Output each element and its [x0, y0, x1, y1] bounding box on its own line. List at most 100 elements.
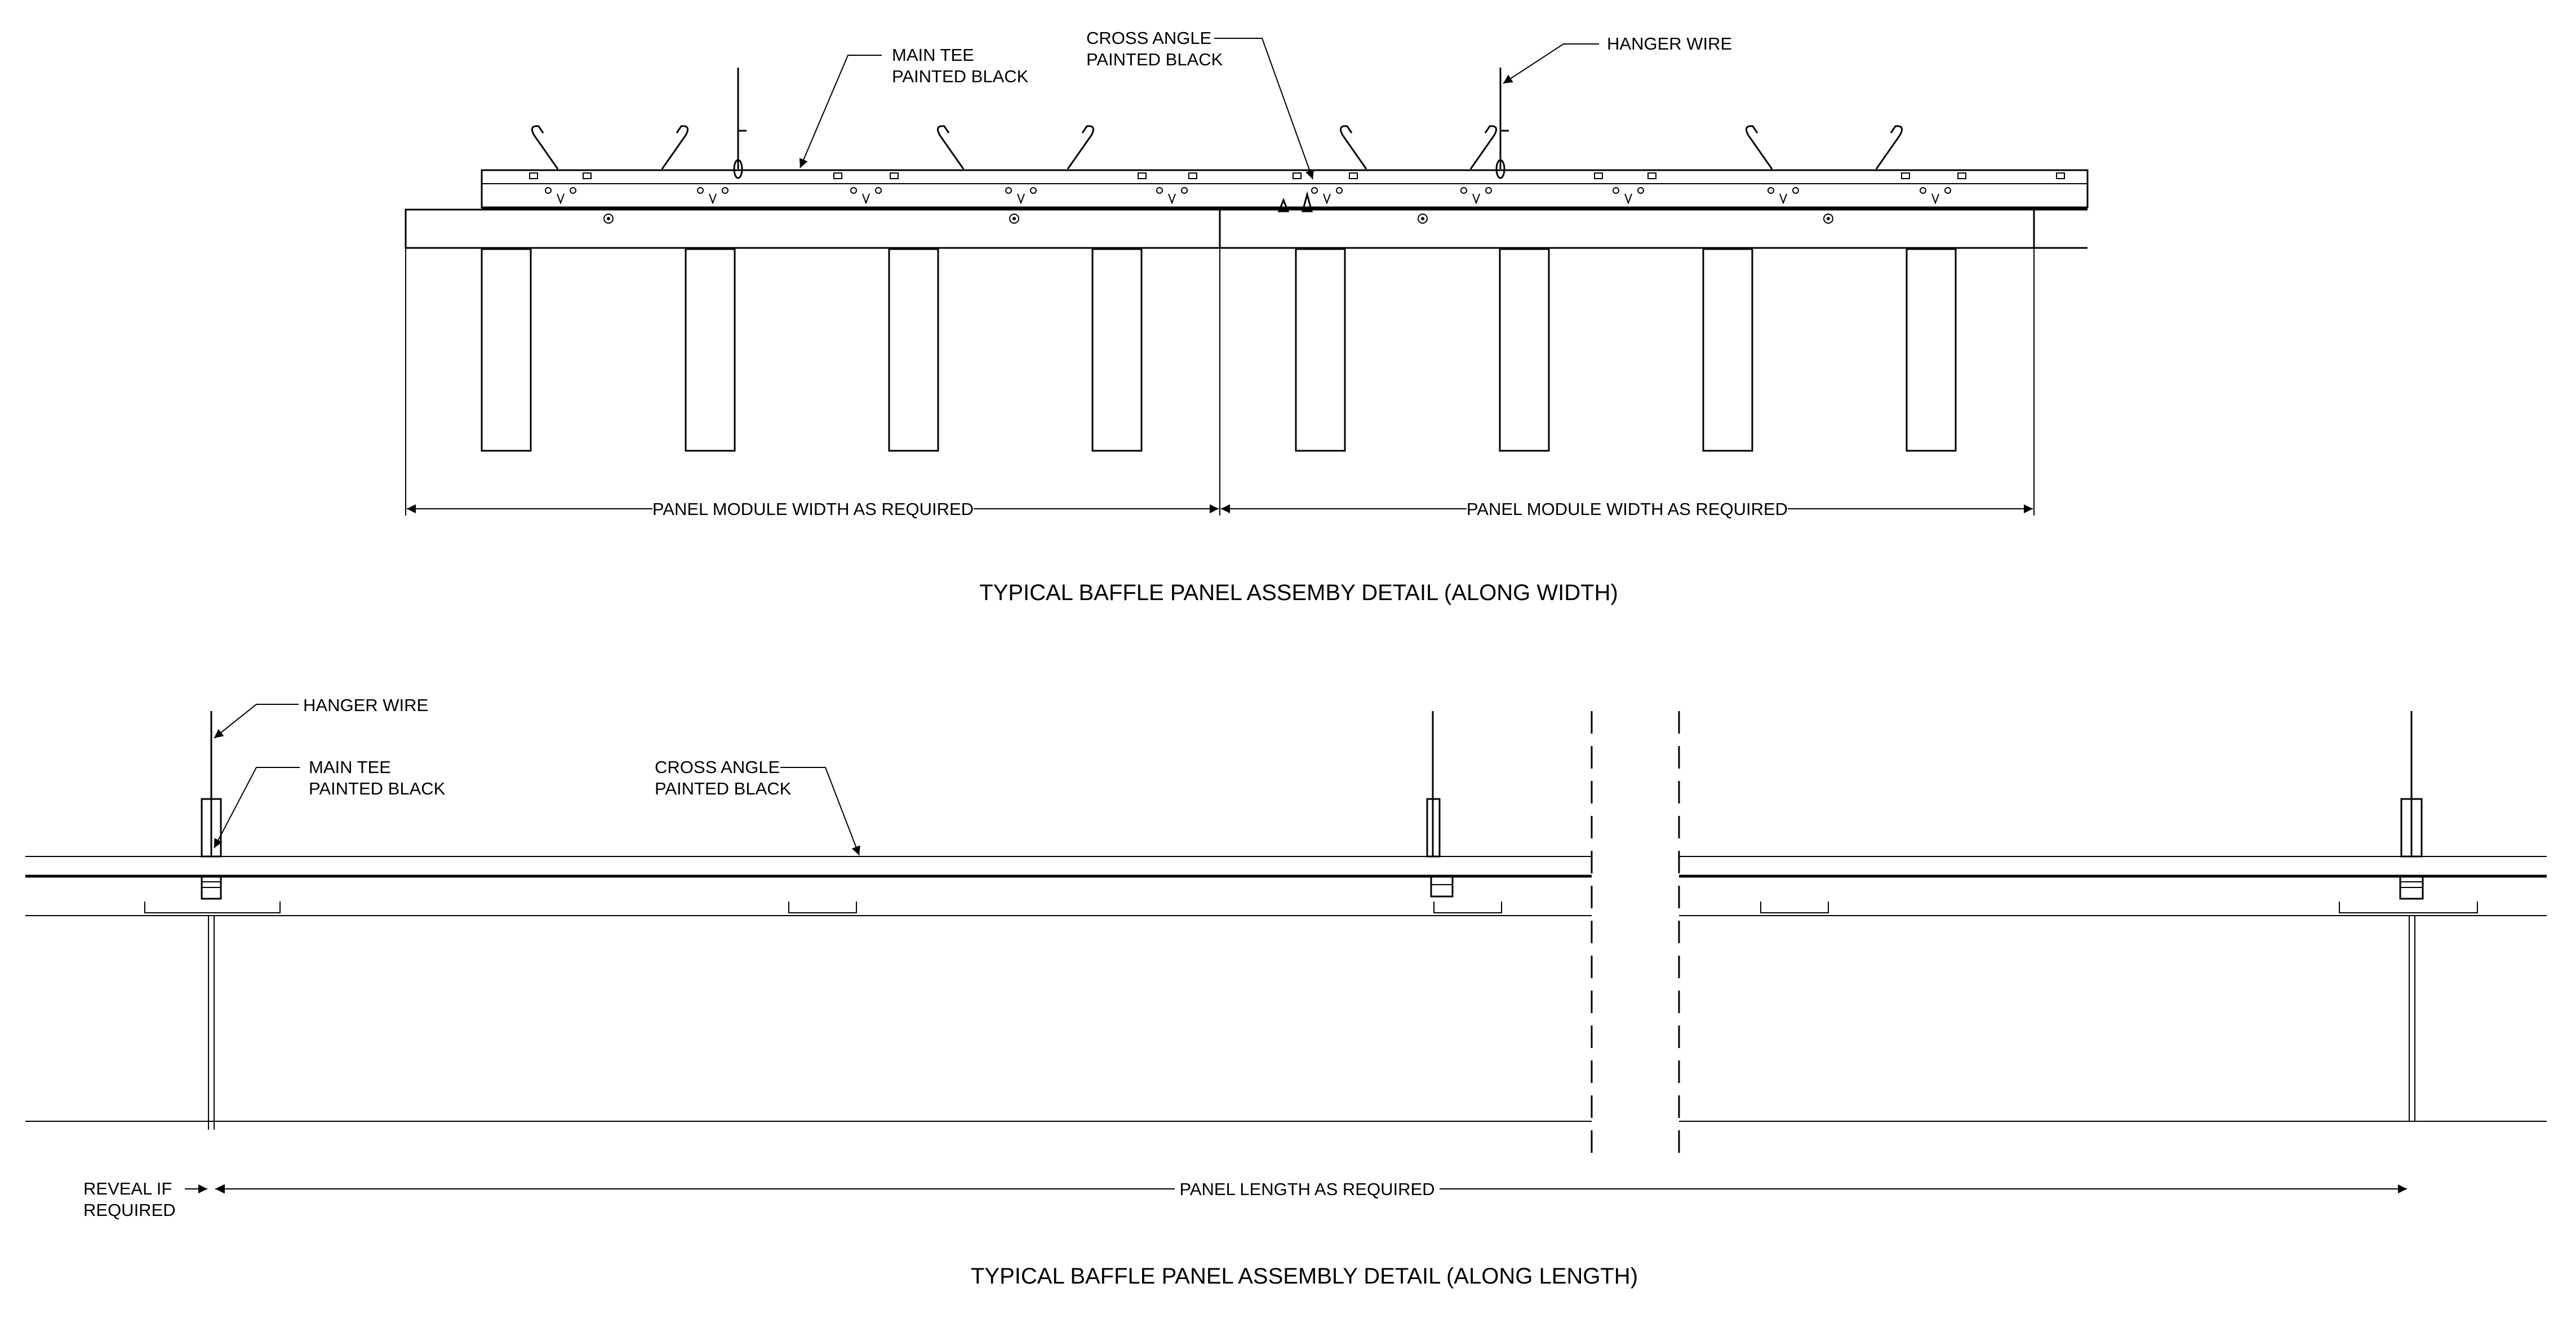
tee-hole	[1485, 187, 1492, 194]
hanger-hook	[531, 125, 559, 170]
rivet-center	[1421, 217, 1424, 220]
tee-hook-notch	[1779, 193, 1787, 205]
baffle-panels-width	[481, 248, 1957, 452]
callout-main-tee-length: MAIN TEE PAINTED BLACK	[214, 757, 446, 849]
callout-main-tee-length-line1: MAIN TEE	[309, 757, 391, 777]
length-rail-lines	[25, 856, 2547, 1122]
tee-slot	[1647, 172, 1656, 179]
callout-cross-angle-length-line1: CROSS ANGLE	[655, 757, 780, 777]
callout-main-tee-width-line1: MAIN TEE	[892, 45, 974, 65]
tee-hole	[1156, 187, 1163, 194]
tee-hole	[1005, 187, 1012, 194]
callout-hanger-wire-width: HANGER WIRE	[1503, 34, 1732, 84]
tee-hole	[1460, 187, 1467, 194]
reveal-label-line1: REVEAL IF	[83, 1179, 172, 1198]
rivets	[603, 214, 1833, 224]
cross-angle-brackets	[144, 902, 2478, 913]
rivet	[1418, 214, 1428, 224]
tee-hole	[697, 187, 704, 194]
tee-hole	[1767, 187, 1774, 194]
length-detail-title: TYPICAL BAFFLE PANEL ASSEMBLY DETAIL (AL…	[971, 1264, 1638, 1289]
hanger-hook	[1469, 125, 1498, 170]
callout-hanger-wire-width-text: HANGER WIRE	[1607, 34, 1732, 54]
tee-hole	[722, 187, 729, 194]
rivet-center	[607, 217, 610, 220]
tee-hole	[1944, 187, 1951, 194]
tee-hook-notch	[1168, 193, 1176, 205]
width-detail: PANEL MODULE WIDTH AS REQUIRED PANEL MOD…	[405, 28, 2089, 605]
callout-main-tee-length-line2: PAINTED BLACK	[309, 779, 446, 798]
callout-main-tee-width: MAIN TEE PAINTED BLACK	[799, 45, 1029, 168]
callout-cross-angle-width-line2: PAINTED BLACK	[1086, 50, 1223, 69]
tee-hook-notch	[1931, 193, 1939, 205]
callout-cross-angle-length: CROSS ANGLE PAINTED BLACK	[655, 757, 860, 856]
width-detail-title: TYPICAL BAFFLE PANEL ASSEMBY DETAIL (ALO…	[979, 580, 1618, 605]
hanger-hook	[936, 125, 965, 170]
callout-cross-angle-width: CROSS ANGLE PAINTED BLACK	[1086, 28, 1314, 180]
panel-joints	[208, 916, 2415, 1130]
tee-hook-notch	[1472, 193, 1480, 205]
tee-hook-notch	[709, 193, 717, 205]
tee-hole	[1311, 187, 1318, 194]
callout-main-tee-width-line2: PAINTED BLACK	[892, 66, 1029, 86]
tee-hole	[1637, 187, 1644, 194]
tee-slot	[890, 172, 899, 179]
tee-slot	[1957, 172, 1966, 179]
callout-hanger-wire-length-text: HANGER WIRE	[303, 695, 428, 715]
tee-hole	[1920, 187, 1926, 194]
reveal-dimension: REVEAL IF REQUIRED	[83, 1179, 239, 1220]
tee-hole	[545, 187, 552, 194]
tee-slot	[1293, 172, 1302, 179]
hanger-hooks	[531, 125, 1903, 170]
cross-angle-bar	[405, 208, 2088, 249]
baffle-panel	[685, 248, 736, 452]
baffle-panel	[1906, 248, 1957, 452]
splice-clips	[1277, 191, 1313, 212]
tee-slot	[1901, 172, 1910, 179]
hanger-hook	[1067, 125, 1095, 170]
dimension-label-width-left: PANEL MODULE WIDTH AS REQUIRED	[652, 499, 974, 519]
tee-hole	[875, 187, 882, 194]
tee-slot	[1594, 172, 1603, 179]
hanger-hook	[661, 125, 689, 170]
rivet-center	[1012, 217, 1016, 220]
tee-hook-notch	[1017, 193, 1025, 205]
length-dimension: PANEL LENGTH AS REQUIRED	[216, 1179, 2407, 1199]
tee-slot	[2056, 172, 2065, 179]
hanger-hook	[1875, 125, 1903, 170]
rivet-center	[1827, 217, 1830, 220]
width-dimension-left: PANEL MODULE WIDTH AS REQUIRED	[407, 499, 1219, 519]
rivet	[1009, 214, 1019, 224]
callout-cross-angle-width-line1: CROSS ANGLE	[1086, 28, 1211, 48]
tee-hole	[1613, 187, 1619, 194]
tee-hook-notch	[1323, 193, 1331, 205]
baffle-panel	[1295, 248, 1346, 452]
hanger-assembly	[2399, 711, 2424, 900]
width-extension-lines	[405, 248, 2035, 516]
tee-slots	[529, 172, 2065, 205]
tee-slot	[1138, 172, 1147, 179]
hanger-wires-top	[733, 68, 1509, 179]
tee-hole	[1336, 187, 1343, 194]
dimension-label-length: PANEL LENGTH AS REQUIRED	[1179, 1179, 1434, 1199]
callout-hanger-wire-length: HANGER WIRE	[214, 695, 428, 739]
baffle-panel	[1702, 248, 1753, 452]
main-tee-rail	[481, 169, 2089, 210]
tee-hole	[1792, 187, 1799, 194]
baffle-panel	[888, 248, 939, 452]
rivet	[1823, 214, 1833, 224]
baffle-panel	[1499, 248, 1550, 452]
dimension-label-width-right: PANEL MODULE WIDTH AS REQUIRED	[1467, 499, 1788, 519]
hanger-assembly	[1426, 711, 1454, 898]
tee-hole	[570, 187, 576, 194]
hanger-hook	[1339, 125, 1367, 170]
tee-hook-notch	[557, 193, 565, 205]
callout-cross-angle-length-line2: PAINTED BLACK	[655, 779, 792, 798]
width-dimension-right: PANEL MODULE WIDTH AS REQUIRED	[1221, 499, 2033, 519]
hanger-hook	[1745, 125, 1773, 170]
length-detail: REVEAL IF REQUIRED PANEL LENGTH AS REQUI…	[25, 695, 2547, 1289]
reveal-label-line2: REQUIRED	[83, 1200, 176, 1220]
tee-slot	[833, 172, 842, 179]
tee-slot	[529, 172, 538, 179]
